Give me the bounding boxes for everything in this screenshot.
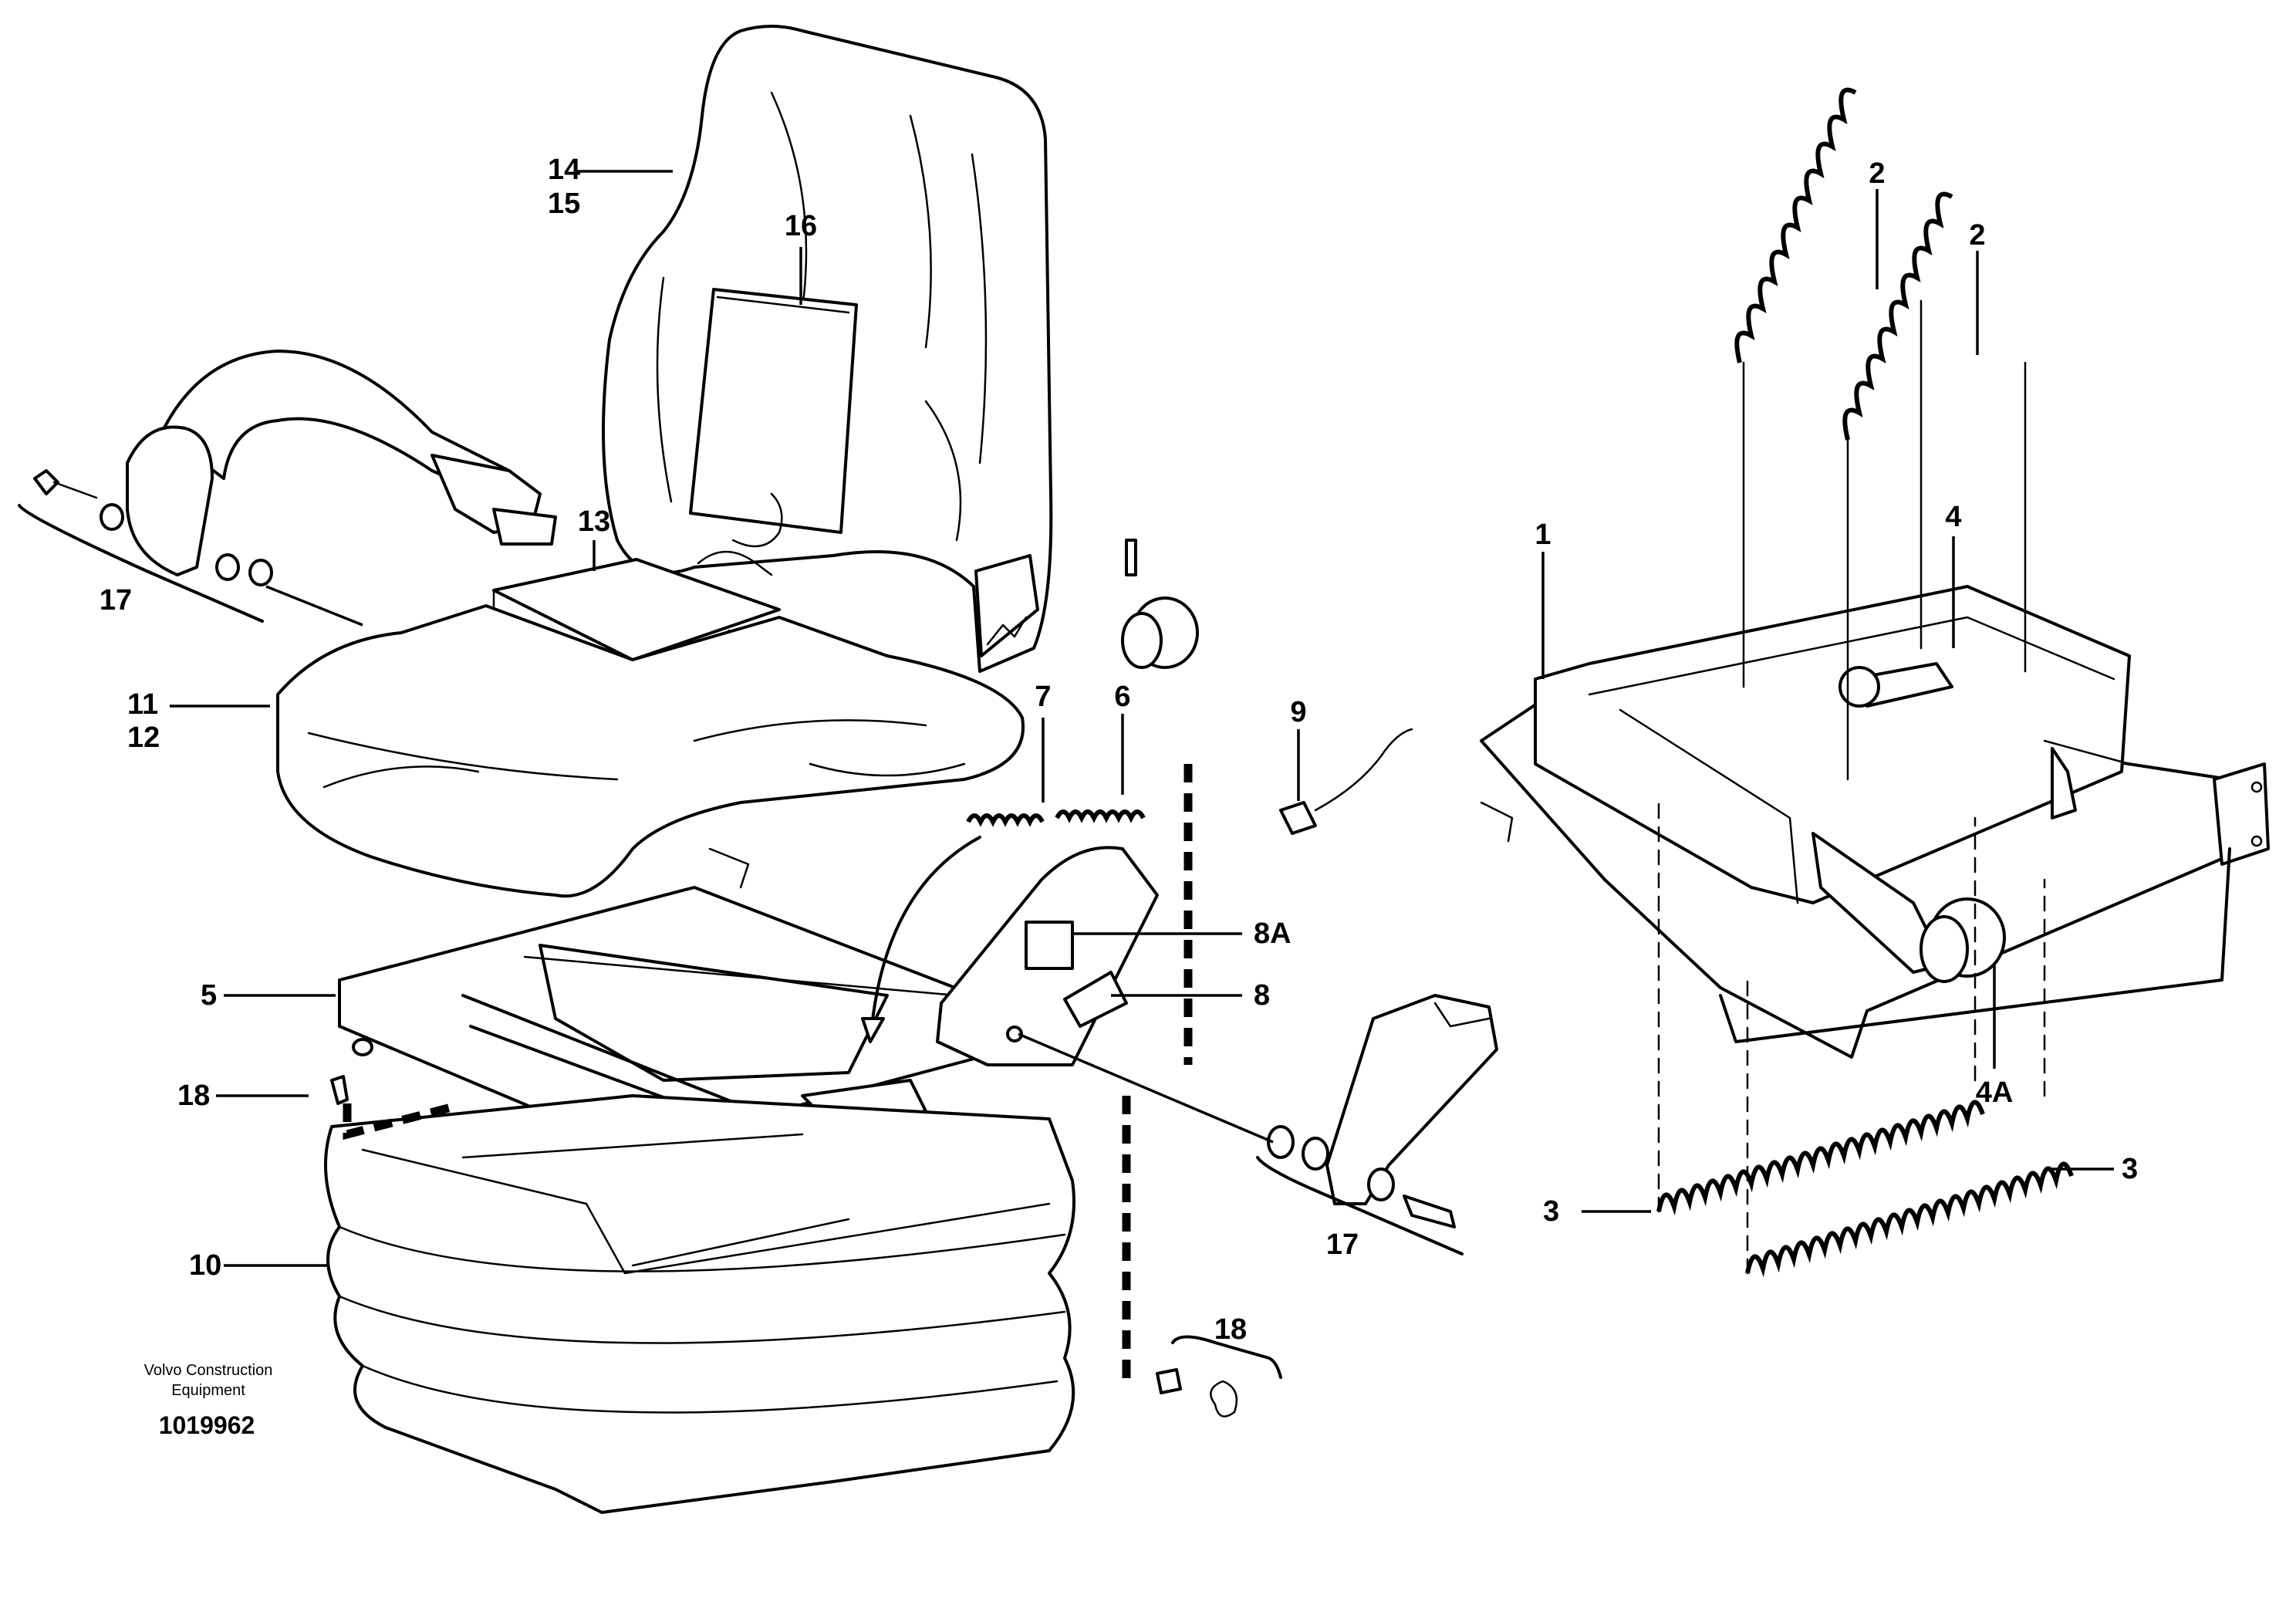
callout-13: 13 <box>578 505 610 538</box>
document-number: 1019962 <box>159 1411 255 1439</box>
seat-cushion <box>276 604 1025 898</box>
switch <box>1279 728 1413 835</box>
callout-4a: 4A <box>1976 1076 2014 1109</box>
callout-9: 9 <box>1290 696 1306 728</box>
callout-18-left: 18 <box>177 1080 210 1112</box>
seat-belt-left <box>18 350 557 627</box>
callout-2-right: 2 <box>1969 219 1985 252</box>
clip-parts <box>330 1075 1282 1418</box>
callout-7: 7 <box>1035 681 1051 713</box>
callout-17-left: 17 <box>100 584 132 617</box>
brand-line-1: Volvo Construction <box>144 1362 273 1379</box>
callout-8: 8 <box>1254 979 1270 1012</box>
springs-6-7 <box>861 809 1146 1043</box>
brand-line-2: Equipment <box>171 1382 245 1399</box>
callout-17-right: 17 <box>1326 1228 1359 1261</box>
suspension-frame <box>1480 585 2270 1059</box>
callout-11: 11 <box>127 688 158 721</box>
callout-18-right: 18 <box>1214 1313 1247 1346</box>
callout-16: 16 <box>785 210 817 242</box>
callout-12: 12 <box>127 721 160 754</box>
callout-3-right: 3 <box>2122 1153 2138 1185</box>
callout-5: 5 <box>201 979 217 1012</box>
adjustment-knob <box>1121 539 1199 669</box>
brand-block: Volvo Construction Equipment 1019962 <box>144 1362 273 1439</box>
callout-labels: 14 15 16 13 17 11 12 7 6 9 8A 8 5 18 10 … <box>100 154 2138 1346</box>
callout-2-left: 2 <box>1869 157 1885 190</box>
springs-3 <box>1656 801 2074 1278</box>
callout-3-left: 3 <box>1543 1195 1559 1228</box>
springs-2 <box>1734 87 2027 781</box>
lumbar-pad <box>689 288 858 548</box>
buckle <box>1018 994 1498 1255</box>
callout-1: 1 <box>1535 519 1551 551</box>
callout-8a: 8A <box>1254 917 1292 950</box>
callout-14: 14 <box>548 154 580 186</box>
leader-lines <box>170 170 2114 1267</box>
callout-15: 15 <box>548 188 580 220</box>
callout-10: 10 <box>189 1249 221 1282</box>
seat-frame <box>338 847 997 1151</box>
dashed-line-clip <box>343 1103 453 1140</box>
callout-6: 6 <box>1114 681 1130 713</box>
side-bracket <box>936 846 1159 1066</box>
callout-4: 4 <box>1945 501 1961 533</box>
bellows <box>324 1094 1075 1514</box>
